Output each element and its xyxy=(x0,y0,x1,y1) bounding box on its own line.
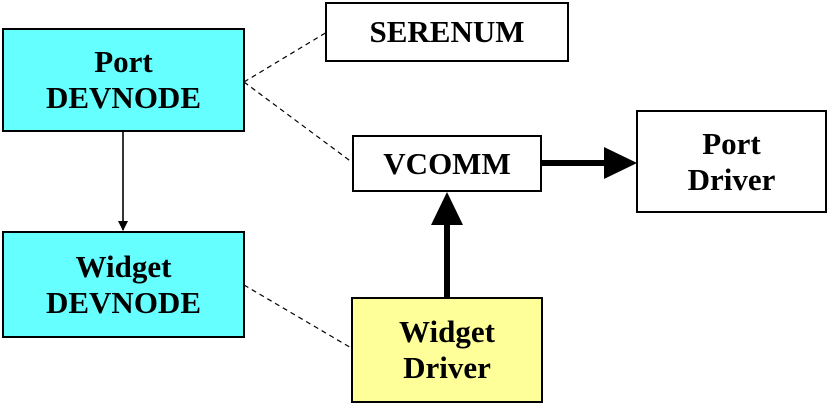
widget-driver-line2: Driver xyxy=(403,350,491,385)
port-devnode-line1: Port xyxy=(94,44,153,79)
port-driver-line2: Driver xyxy=(687,161,776,197)
port-driver-line1: Port xyxy=(702,125,761,161)
serenum-box: SERENUM xyxy=(325,2,569,62)
widget-devnode-line1: Widget xyxy=(75,248,172,284)
port-devnode-box: Port DEVNODE xyxy=(2,28,245,132)
vcomm-label: VCOMM xyxy=(383,145,511,181)
dashed-link-port-serenum xyxy=(243,31,328,83)
port-devnode-line2: DEVNODE xyxy=(45,80,201,115)
dashed-link-port-vcomm xyxy=(243,81,354,164)
arrow-widget-driver-to-vcomm-head xyxy=(431,192,463,225)
widget-devnode-box: Widget DEVNODE xyxy=(2,231,245,338)
vcomm-box: VCOMM xyxy=(352,135,542,192)
widget-driver-box: Widget Driver xyxy=(351,297,543,403)
arrow-vcomm-to-port-driver-head xyxy=(604,147,637,179)
widget-driver-line1: Widget xyxy=(399,314,495,349)
dashed-link-widget-devnode-driver xyxy=(243,284,354,350)
port-driver-box: Port Driver xyxy=(636,110,827,213)
serenum-label: SERENUM xyxy=(369,14,525,49)
widget-devnode-line2: DEVNODE xyxy=(45,284,201,320)
